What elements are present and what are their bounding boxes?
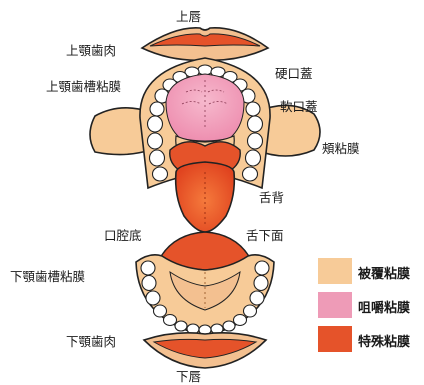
legend-swatch-specialized <box>318 326 352 352</box>
upper-lip <box>142 28 268 60</box>
legend-label-specialized: 特殊粘膜 <box>358 331 410 350</box>
label-soft-palate: 軟口蓋 <box>280 96 318 115</box>
label-upper-alveolar: 上顎歯槽粘膜 <box>46 76 121 95</box>
label-lower-gingiva: 下顎歯肉 <box>66 331 116 350</box>
label-lower-alveolar: 下顎歯槽粘膜 <box>10 266 85 285</box>
label-buccal-mucosa: 頰粘膜 <box>322 138 360 157</box>
hard-palate <box>166 74 244 141</box>
legend-label-lining: 被覆粘膜 <box>358 263 410 282</box>
label-upper-lip: 上唇 <box>176 6 201 25</box>
lower-lip <box>144 333 266 368</box>
label-upper-gingiva: 上顎歯肉 <box>66 40 116 59</box>
label-ventral-tongue: 舌下面 <box>246 225 284 244</box>
legend-swatch-masticatory <box>318 292 352 318</box>
label-floor-of-mouth: 口腔底 <box>104 225 142 244</box>
label-lower-lip: 下唇 <box>176 366 201 385</box>
legend-label-masticatory: 咀嚼粘膜 <box>358 297 410 316</box>
label-dorsum-of-tongue: 舌背 <box>259 187 284 206</box>
legend-swatch-lining <box>318 258 352 284</box>
label-hard-palate: 硬口蓋 <box>275 63 313 82</box>
